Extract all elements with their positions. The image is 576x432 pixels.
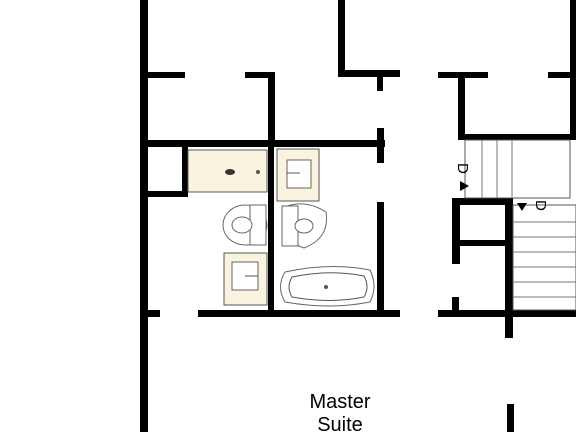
wall-bath-bottom — [198, 310, 400, 317]
wall-bottom-right — [438, 310, 576, 317]
stair-down-marker-left: D — [454, 163, 471, 174]
room-label-master-suite-line2: Suite — [317, 414, 363, 432]
wall-stair-small-post — [452, 297, 459, 311]
wall-top-center-return — [338, 70, 400, 77]
wall-top-center — [338, 0, 345, 76]
wall-linen-right — [182, 147, 188, 197]
wall-bath-bottom-left-stub — [148, 310, 160, 317]
arrow-down-icon — [517, 203, 527, 211]
room-label-master-suite-line1: Master — [309, 391, 370, 413]
wall-bath-top — [148, 140, 385, 147]
wall-bath-right — [377, 202, 384, 317]
bidet-icon — [281, 203, 328, 249]
walls — [140, 0, 576, 432]
arrow-right-icon — [460, 181, 469, 191]
wall-upper-mid-stub — [245, 72, 275, 78]
toilet-icon — [222, 204, 268, 246]
wall-stair-landing-bottom — [452, 240, 510, 246]
wall-stair-left — [452, 198, 460, 264]
wall-closet-vertical — [458, 72, 465, 140]
wall-top-right — [570, 0, 576, 140]
stair-down-marker-right: D — [532, 200, 549, 211]
stairs-lower — [512, 204, 576, 311]
sink-icon — [223, 252, 268, 306]
stair-upper-frame — [464, 139, 571, 199]
sink-icon — [276, 148, 320, 202]
wall-bottom-right-post — [507, 404, 514, 432]
wall-upper-mid-vertical — [268, 72, 275, 142]
wall-stair-center — [505, 198, 513, 338]
wall-closet-bottom — [458, 134, 576, 140]
bathtub-icon — [280, 265, 375, 307]
stair-lower-frame — [512, 204, 576, 311]
wall-bath-top-post — [377, 128, 384, 163]
wall-upper-small-post — [377, 77, 383, 91]
wall-bath-divider — [268, 147, 274, 317]
wall-upper-left-stub — [148, 72, 185, 78]
wall-upper-right-stub-b — [548, 72, 576, 78]
wall-linen-bottom — [148, 191, 188, 197]
shower-icon — [187, 149, 268, 193]
wall-stair-landing-top — [452, 198, 512, 205]
stairs-upper — [464, 139, 571, 199]
wall-left-exterior — [140, 0, 148, 432]
